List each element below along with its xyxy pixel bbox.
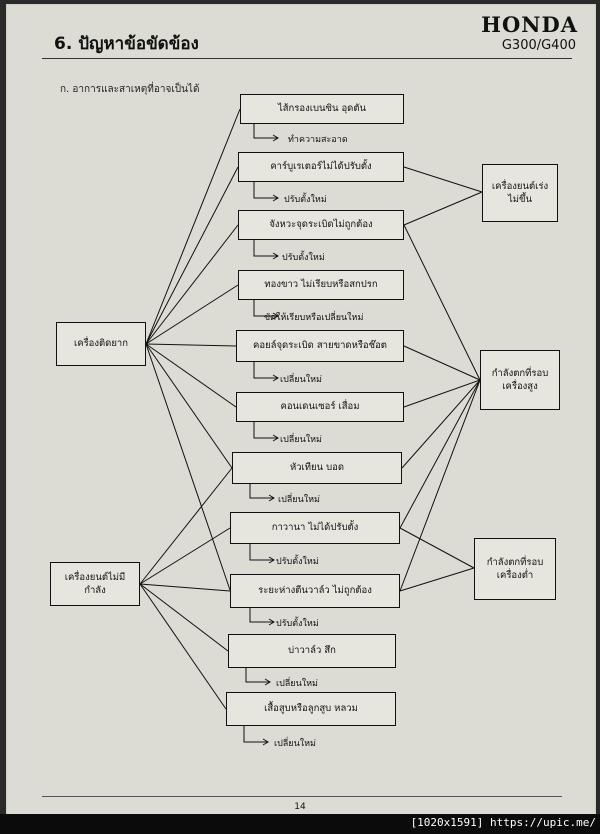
link-hard-start [145, 166, 239, 345]
image-host-credit: [1020x1591] https://upic.me/ [410, 816, 596, 829]
link-hard-start [145, 108, 241, 345]
link-high-rpm [399, 379, 481, 592]
arrow-head-icon [264, 678, 271, 686]
link-no-power [139, 583, 231, 592]
cause-cylinder-piston: เสื้อสูบหรือลูกสูบ หลวม [226, 692, 396, 726]
remedy-arrow [249, 544, 274, 561]
link-hard-start [145, 343, 237, 408]
cause-fuel-filter: ไส้กรองเบนซิน อุดตัน [240, 94, 404, 124]
cause-ignition-coil: คอยล์จุดระเบิด สายขาดหรือช๊อต [236, 330, 404, 362]
remedy-ignition-coil: เปลี่ยนใหม่ [280, 375, 322, 385]
arrow-head-icon [272, 252, 279, 260]
cause-ignition-timing: จังหวะจุดระเบิดไม่ถูกต้อง [238, 210, 404, 240]
header-rule [42, 58, 572, 59]
link-no-power [139, 527, 231, 585]
effect-power-loss-low-rpm: กำลังตกที่รอบเครื่องต่ำ [474, 538, 556, 600]
remedy-condenser: เปลี่ยนใหม่ [280, 435, 322, 445]
link-no-power [139, 467, 233, 585]
cause-governor: กาวานา ไม่ได้ปรับตั้ง [230, 512, 400, 544]
effect-no-acceleration: เครื่องยนต์เร่งไม่ขึ้น [482, 164, 558, 222]
link-hard-start [145, 224, 239, 345]
remedy-spark-plug: เปลี่ยนใหม่ [278, 495, 320, 505]
section-heading: ก. อาการและสาเหตุที่อาจเป็นได้ [60, 84, 200, 95]
arrow-head-icon [262, 738, 269, 746]
link-high-rpm [399, 379, 481, 529]
remedy-points: ขัดให้เรียบหรือเปลี่ยนใหม่ [264, 313, 364, 323]
remedy-ignition-timing: ปรับตั้งใหม่ [282, 253, 325, 263]
link-hard-start [145, 343, 231, 591]
remedy-arrow [243, 726, 268, 743]
link-hard-start [145, 284, 239, 345]
footer-rule [42, 796, 562, 797]
remedy-governor: ปรับตั้งใหม่ [276, 557, 319, 567]
remedy-fuel-filter: ทำความสะอาด [288, 135, 348, 145]
remedy-cylinder-piston: เปลี่ยนใหม่ [274, 739, 316, 749]
remedy-arrow [253, 240, 278, 257]
remedy-arrow [249, 484, 274, 499]
page-title: 6. ปัญหาข้อขัดข้อง [54, 34, 199, 54]
cause-carburetor: คาร์บูเรเตอร์ไม่ได้ปรับตั้ง [238, 152, 404, 182]
arrow-head-icon [272, 374, 279, 382]
link-high-rpm [403, 224, 481, 381]
link-no-acceleration [403, 191, 483, 226]
link-no-power [139, 583, 229, 652]
link-hard-start [145, 343, 233, 469]
remedy-arrow [249, 608, 274, 623]
link-hard-start [145, 343, 237, 347]
model-number: G300/G400 [501, 38, 576, 53]
link-low-rpm [399, 527, 475, 569]
remedy-valve-clearance: ปรับตั้งใหม่ [276, 619, 319, 629]
image-host-bar [0, 814, 600, 834]
arrow-head-icon [268, 494, 275, 502]
remedy-arrow [253, 300, 278, 317]
remedy-arrow [253, 124, 278, 139]
link-high-rpm [403, 379, 481, 408]
link-high-rpm [401, 379, 481, 469]
remedy-carburetor: ปรับตั้งใหม่ [284, 195, 327, 205]
cause-points: ทองขาว ไม่เรียบหรือสกปรก [238, 270, 404, 300]
symptom-hard-start: เครื่องติดยาก [56, 322, 146, 366]
link-low-rpm [399, 567, 475, 592]
cause-valve-seat: บ่าวาล์ว สึก [228, 634, 396, 668]
remedy-arrow [253, 182, 278, 199]
cause-condenser: คอนเดนเซอร์ เสื่อม [236, 392, 404, 422]
link-high-rpm [403, 345, 481, 381]
arrow-head-icon [268, 618, 275, 626]
remedy-valve-seat: เปลี่ยนใหม่ [276, 679, 318, 689]
brand-logo: HONDA [481, 12, 578, 37]
arrow-head-icon [272, 194, 279, 202]
link-no-power [139, 583, 227, 710]
remedy-arrow [245, 668, 270, 683]
cause-spark-plug: หัวเทียน บอด [232, 452, 402, 484]
remedy-arrow [253, 422, 278, 439]
cause-valve-clearance: ระยะห่างตีนวาล์ว ไม่ถูกต้อง [230, 574, 400, 608]
symptom-no-power: เครื่องยนต์ไม่มีกำลัง [50, 562, 140, 606]
arrow-head-icon [272, 312, 279, 320]
remedy-arrow [253, 362, 278, 379]
arrow-head-icon [272, 134, 279, 142]
page-number: 14 [294, 802, 306, 812]
arrow-head-icon [272, 434, 279, 442]
effect-power-loss-high-rpm: กำลังตกที่รอบเครื่องสูง [480, 350, 560, 410]
arrow-head-icon [268, 556, 275, 564]
link-no-acceleration [403, 166, 483, 193]
